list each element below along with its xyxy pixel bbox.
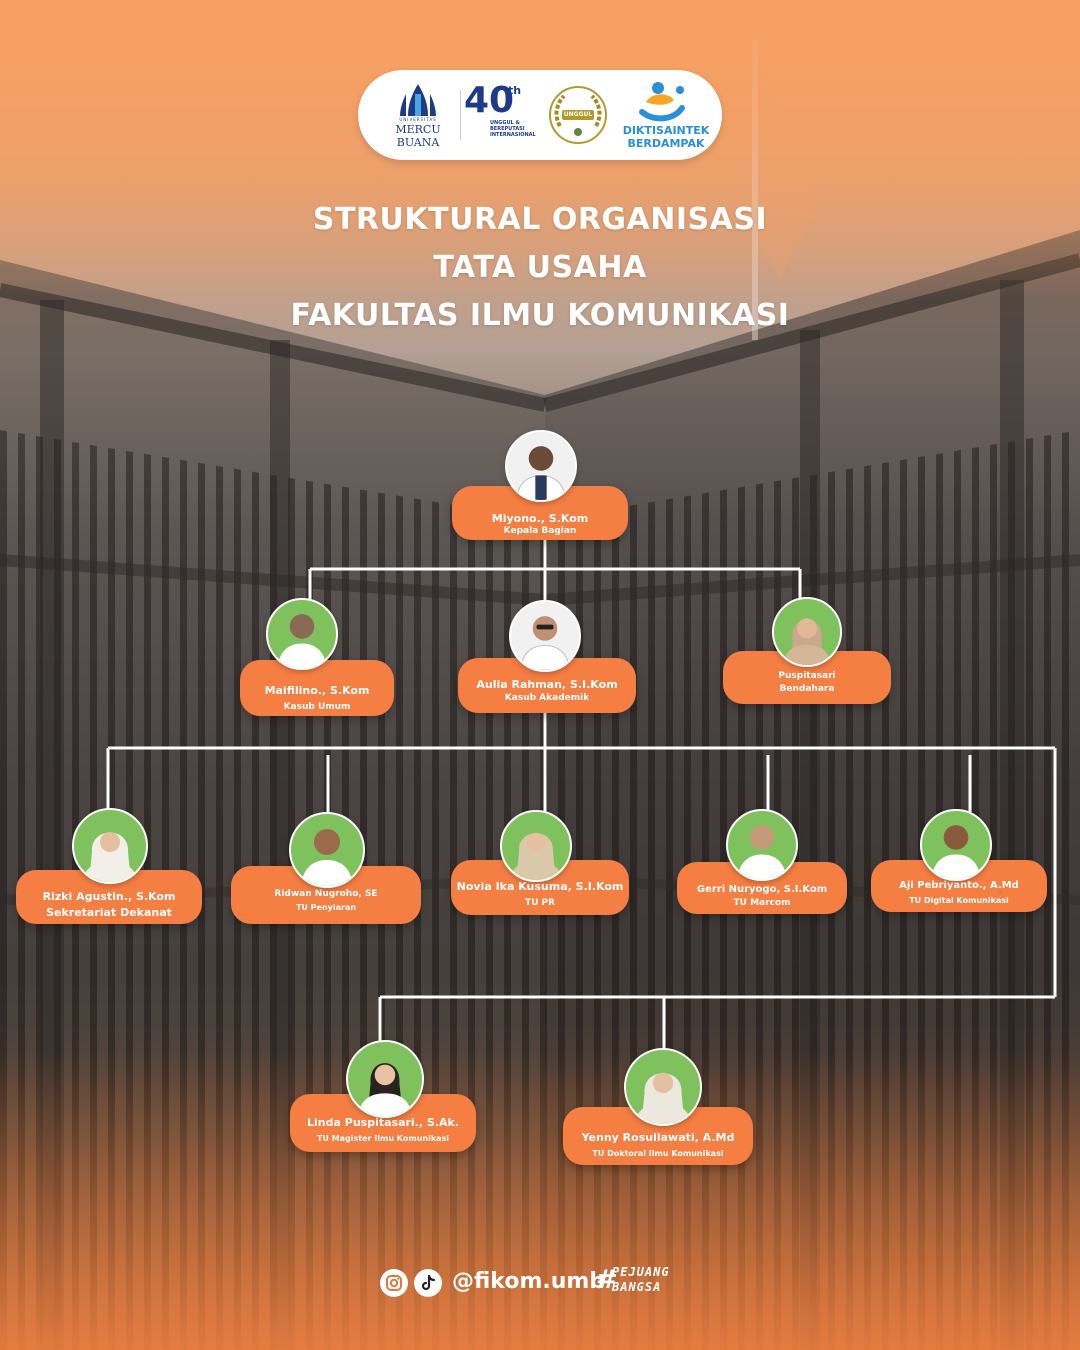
node-name: Gerri Nuryogo, S.I.Kom (696, 884, 828, 895)
avatar-rizki (72, 808, 148, 884)
anniversary-logo: 40 th UNGGUL & BEREPUTASI INTERNASIONAL (464, 82, 538, 148)
university-small-text: UNIVERSITAS (399, 117, 437, 122)
node-role: TU PR (524, 898, 556, 908)
node-name: Aji Pebriyanto., A.Md (899, 880, 1019, 891)
node-pill-kasub-umum: Maifilino., S.Kom Kasub Umum (240, 660, 394, 716)
node-role: TU Penyiaran (295, 903, 357, 912)
node-name: Linda Puspitasari., S.Ak. (307, 1116, 459, 1129)
ministry-line2: BERDAMPAK (627, 137, 705, 150)
person-icon (634, 1072, 692, 1124)
avatar-novia (500, 810, 572, 882)
node-name: Aulia Rahman, S.I.Kom (476, 678, 618, 691)
anniversary-number: 40 (464, 80, 515, 121)
hashtag-line-1: PEJUANG (612, 1265, 670, 1279)
logo-bar: UNIVERSITAS MERCU BUANA 40 th UNGGUL & B… (358, 70, 722, 160)
node-role: TU Magister Ilmu Komunikasi (316, 1134, 450, 1143)
tiktok-glyph (421, 1274, 436, 1291)
avatar-aji (920, 809, 992, 881)
node-pill-head: Miyono., S.Kom Kepala Bagian (452, 486, 628, 540)
avatar-gerri (726, 809, 798, 881)
avatar-head (505, 430, 577, 502)
hashtag-symbol: # (596, 1265, 618, 1295)
node-role: Bendahara (779, 684, 835, 694)
footer: @fikom.umb # PEJUANG BANGSA (0, 1265, 1080, 1301)
node-role: TU Digital Komunikasi (909, 896, 1009, 905)
avatar-bendahara (772, 597, 842, 667)
instagram-icon[interactable] (380, 1269, 408, 1297)
title-line-1: STRUKTURAL ORGANISASI (312, 202, 768, 237)
anniversary-suffix: th (508, 84, 522, 97)
person-icon (301, 829, 353, 886)
university-name-text: MERCU BUANA (395, 123, 441, 149)
node-name: Miyono., S.Kom (491, 512, 589, 525)
node-pill-ridwan: Ridwan Nugroho, SE TU Penyiaran (231, 866, 421, 924)
title-line-2: TATA USAHA (433, 250, 647, 285)
person-icon (783, 618, 831, 665)
accreditation-logo: UNGGUL (546, 82, 610, 148)
person-icon (931, 825, 981, 879)
node-role: TU Marcom (733, 898, 791, 908)
logo-divider (460, 90, 461, 140)
person-icon (515, 446, 567, 500)
avatar-kasub-umum (266, 598, 338, 670)
person-icon (737, 825, 787, 879)
avatar-linda (346, 1040, 424, 1118)
node-name: Yenny Rosullawati, A.Md (581, 1131, 735, 1144)
node-name: Maifilino., S.Kom (264, 684, 370, 697)
instagram-glyph (386, 1275, 402, 1291)
person-icon (277, 614, 327, 668)
node-name: Ridwan Nugroho, SE (274, 889, 378, 899)
hashtag-line-2: BANGSA (612, 1280, 662, 1294)
node-name: Puspitasari (778, 671, 836, 681)
anniversary-caption: UNGGUL & BEREPUTASI INTERNASIONAL (490, 120, 536, 138)
node-role: Kepala Bagian (503, 526, 577, 536)
node-name: Novia Ika Kusuma, S.I.Kom (456, 880, 624, 893)
laurel-badge-icon (549, 86, 607, 144)
node-name: Rizki Agustin., S.Kom (42, 890, 176, 903)
person-icon (82, 832, 138, 882)
mercu-buana-emblem-icon (400, 84, 436, 116)
accreditation-badge-text: UNGGUL (563, 111, 593, 118)
diktisaintek-logo: DIKTISAINTEK BERDAMPAK (616, 78, 716, 152)
node-role: Sekretariat Dekanat (46, 906, 172, 919)
person-icon (509, 832, 563, 880)
title-line-3: FAKULTAS ILMU KOMUNIKASI (290, 298, 790, 333)
avatar-kasub-akademik (509, 600, 581, 672)
hashtag-text: PEJUANG BANGSA (612, 1265, 670, 1295)
node-role: Kasub Akademik (504, 693, 590, 703)
person-icon (358, 1063, 412, 1116)
person-icon (519, 616, 571, 670)
social-handle[interactable]: @fikom.umb (452, 1269, 606, 1294)
avatar-yenny (624, 1048, 702, 1126)
node-role: Kasub Umum (283, 702, 351, 712)
tiktok-icon[interactable] (414, 1269, 442, 1297)
node-role: TU Doktoral Ilmu Komunikasi (592, 1149, 724, 1158)
avatar-ridwan (289, 812, 365, 888)
ministry-line1: DIKTISAINTEK (622, 124, 710, 137)
mercu-buana-logo: UNIVERSITAS MERCU BUANA (378, 80, 458, 150)
diktisaintek-emblem-icon (639, 82, 685, 122)
page-title: STRUKTURAL ORGANISASI TATA USAHA FAKULTA… (0, 196, 1080, 340)
